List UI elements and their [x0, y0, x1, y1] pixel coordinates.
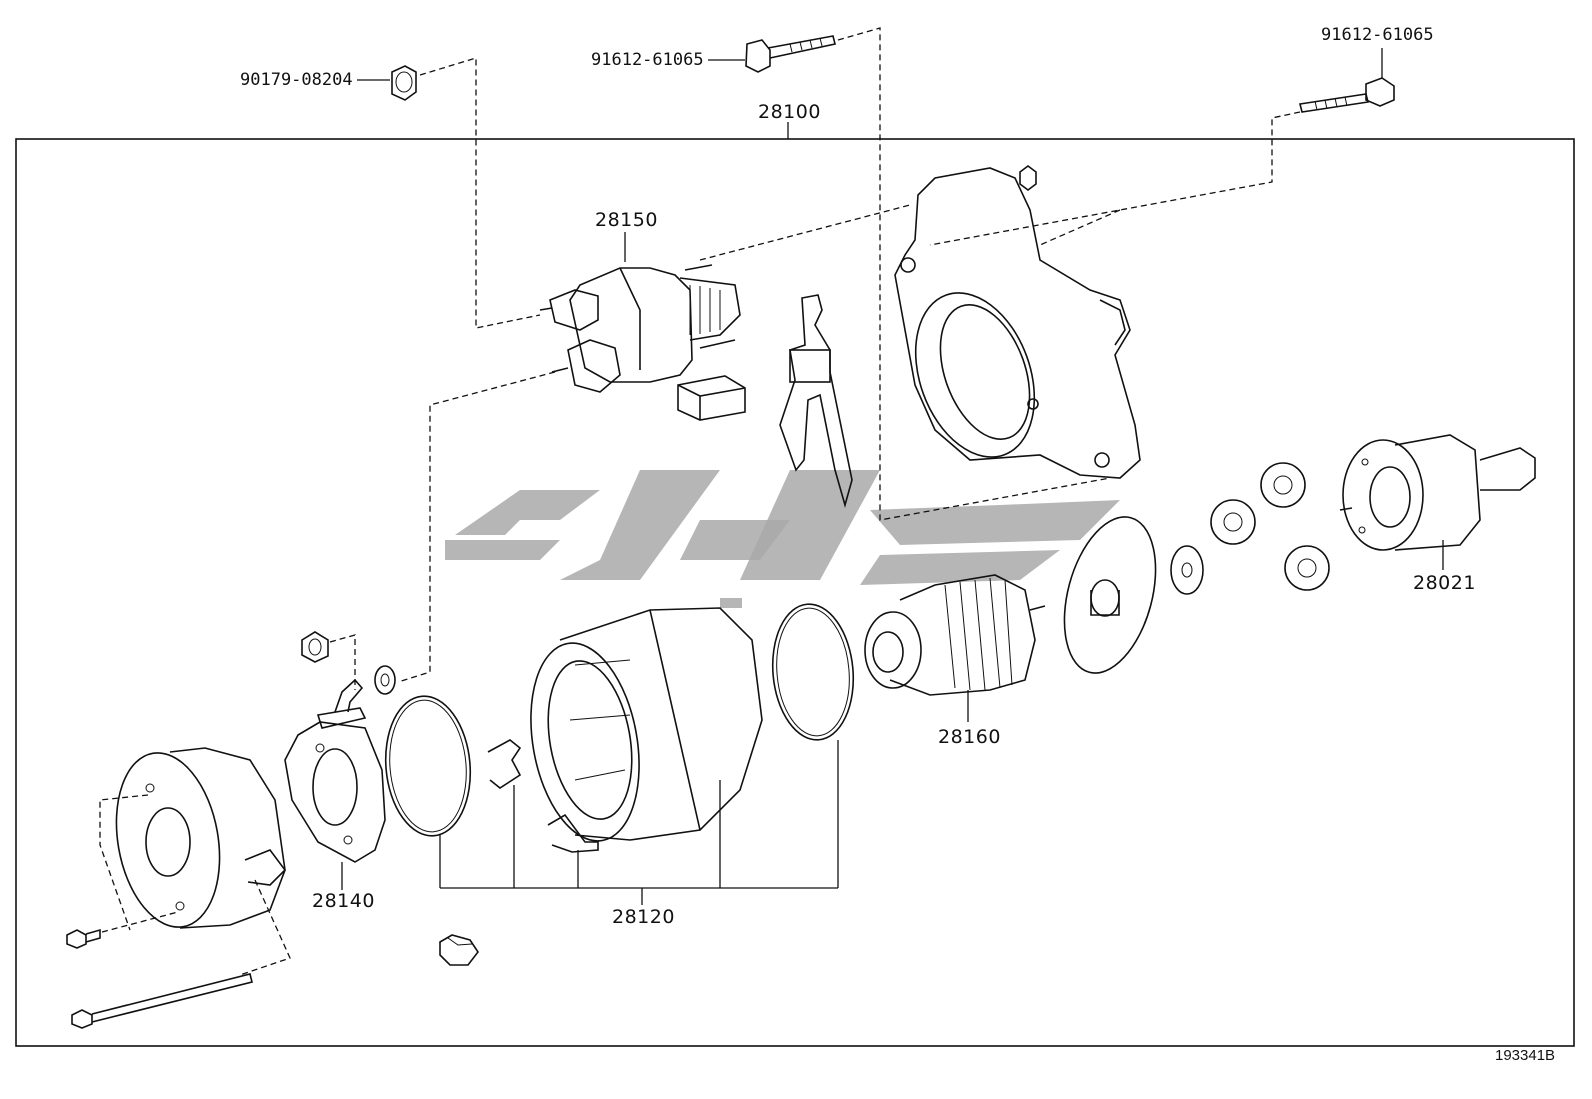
internal-gear-plate — [1063, 516, 1157, 674]
yoke — [530, 607, 763, 842]
yoke-leader-lines — [439, 740, 839, 905]
end-frame — [115, 747, 287, 929]
planetary-gear-3 — [1284, 545, 1330, 591]
drive-lever — [779, 294, 853, 508]
watermark-logo — [445, 470, 1120, 608]
terminal-nut — [301, 631, 329, 663]
terminal-washer — [374, 665, 396, 695]
armature — [864, 574, 1046, 696]
label-starter-assy: 28100 — [758, 101, 821, 123]
label-magnetic-switch: 28150 — [595, 209, 658, 231]
label-brush-holder: 28140 — [312, 890, 375, 912]
washer — [1170, 545, 1204, 595]
label-bolt-right: 91612-61065 — [1321, 25, 1434, 45]
label-armature: 28160 — [938, 726, 1001, 748]
through-bolt — [71, 973, 253, 1029]
figure-id: 193341B — [1495, 1047, 1556, 1064]
brush-holder — [284, 678, 386, 863]
magnetic-switch — [539, 264, 741, 393]
label-yoke-assy: 28120 — [612, 906, 675, 928]
bolt-right — [1299, 77, 1395, 113]
clip-1 — [487, 739, 522, 789]
o-ring-right — [771, 603, 855, 741]
assembly-frame — [15, 138, 1575, 1047]
planetary-gear-1 — [1210, 499, 1256, 545]
label-nut-top: 90179-08204 — [240, 70, 353, 90]
label-bolt-top: 91612-61065 — [591, 50, 704, 70]
housing-nut — [1019, 165, 1037, 191]
brush-spring — [439, 934, 479, 966]
o-ring-left — [384, 695, 472, 837]
drive-housing — [894, 167, 1141, 479]
planetary-gear-2 — [1260, 462, 1306, 508]
starter-clutch — [1339, 434, 1536, 551]
screw — [66, 928, 101, 949]
nut-top — [391, 65, 417, 101]
bolt-top — [745, 35, 836, 73]
label-clutch-sub-assy: 28021 — [1413, 572, 1476, 594]
clip-2 — [547, 813, 599, 853]
cushion-block — [677, 375, 746, 421]
